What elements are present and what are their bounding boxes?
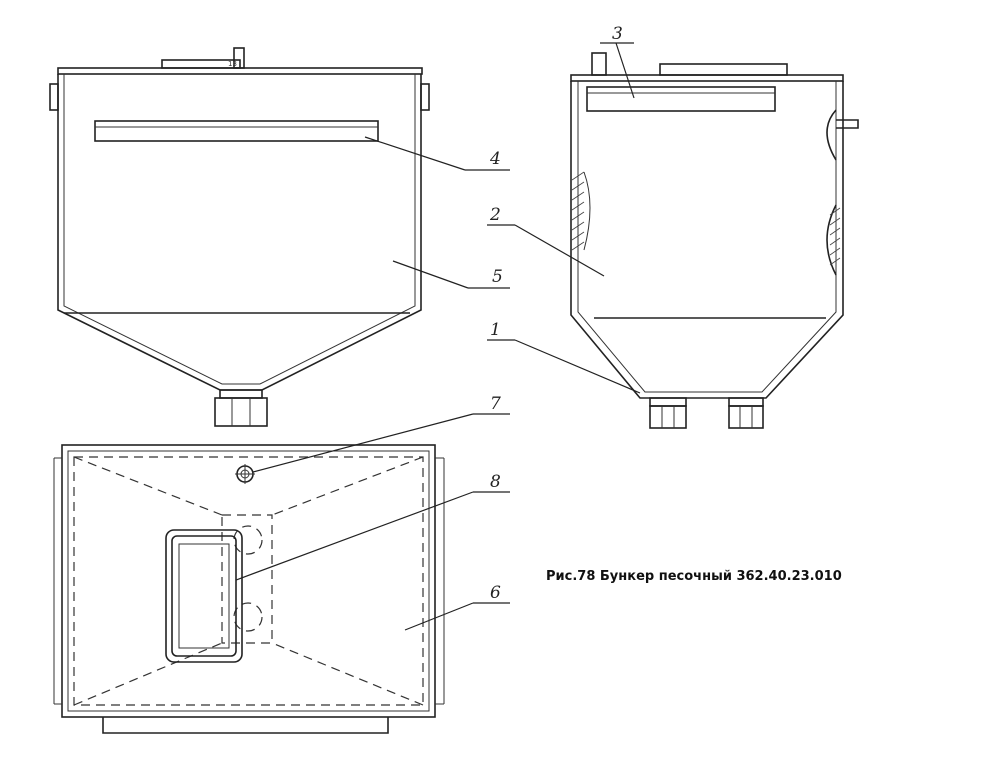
plug-icon — [235, 464, 255, 484]
callout-4: 4 — [489, 149, 501, 169]
figure-caption: Рис.78 Бункер песочный 362.40.23.010 — [546, 569, 842, 584]
side-outlet-nut-left — [649, 405, 687, 429]
filler-neck — [826, 109, 859, 276]
front-view: 13 — [49, 47, 430, 427]
callout-2: 2 — [489, 205, 501, 225]
side-lug-left — [49, 83, 59, 111]
plate-mark: 13 — [228, 60, 237, 68]
side-top-plate — [659, 63, 788, 76]
outlet-nut — [214, 397, 268, 427]
callout-8: 8 — [490, 472, 501, 492]
plan-view — [53, 444, 445, 734]
bottom-strip — [102, 717, 389, 734]
plan-outline — [61, 444, 436, 718]
internal-bar — [94, 120, 379, 142]
side-body-outline — [570, 81, 844, 399]
hatch-cover — [165, 529, 243, 663]
side-view — [570, 52, 859, 429]
top-post — [233, 47, 245, 69]
side-lug-right — [420, 83, 430, 111]
left-wall-section — [571, 171, 591, 251]
internal-strip — [586, 86, 776, 112]
side-outlet-nut-right — [728, 405, 764, 429]
callout-5: 5 — [492, 267, 503, 287]
callout-7: 7 — [490, 394, 501, 414]
top-plate — [161, 59, 241, 69]
leader-lines — [235, 42, 641, 631]
callout-3: 3 — [612, 24, 623, 44]
callout-6: 6 — [490, 583, 501, 603]
callout-1: 1 — [490, 320, 501, 340]
